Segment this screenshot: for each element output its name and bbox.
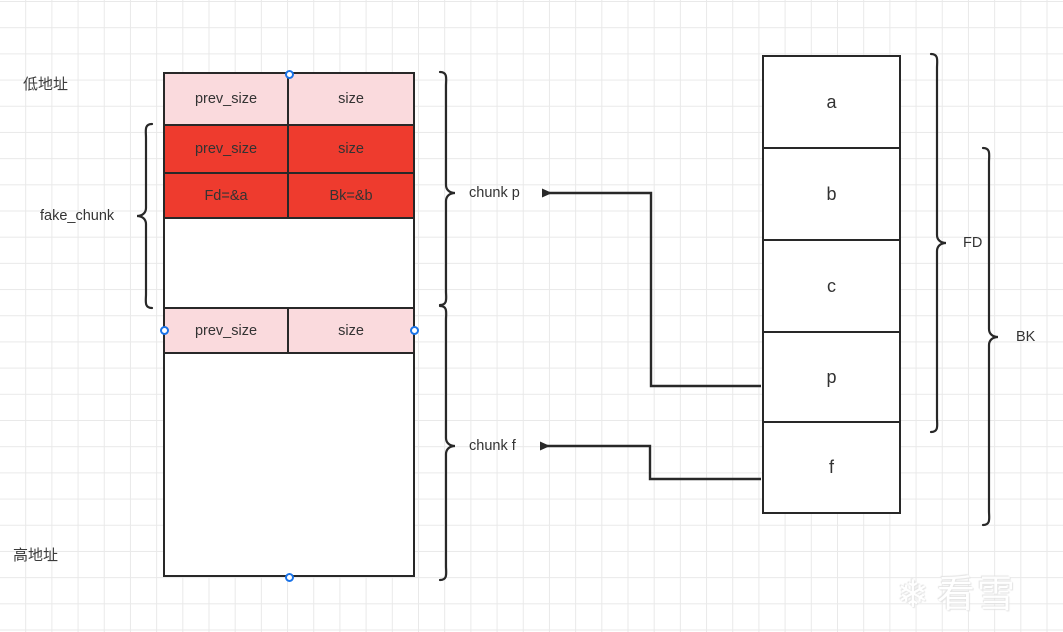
memory-layout-table: prev_size size prev_size size Fd=&a Bk=&… (163, 72, 415, 577)
table-row[interactable]: prev_size size (165, 74, 413, 124)
bk-label: BK (1016, 329, 1036, 345)
table-row[interactable]: prev_size size (165, 307, 413, 352)
list-item-a[interactable]: a (826, 91, 837, 112)
cell-fake-size: size (289, 126, 413, 172)
fake-chunk-label: fake_chunk (40, 208, 115, 224)
selection-handle-right[interactable] (409, 325, 419, 335)
cell-fake-body-left (165, 219, 289, 307)
cell-chunkf-prev-size: prev_size (165, 309, 289, 352)
bracket-chunk-p (438, 70, 456, 307)
connector-f (540, 441, 761, 481)
cell-chunkf-body-right (289, 354, 413, 575)
list-item-b[interactable]: b (764, 147, 899, 239)
selection-handle-bottom[interactable] (284, 572, 294, 582)
cell-fd: Fd=&a (165, 174, 289, 217)
selection-handle-left[interactable] (159, 325, 169, 335)
bracket-bk (981, 146, 999, 527)
cell-chunkf-body-left (165, 354, 289, 575)
table-row[interactable] (165, 217, 413, 307)
cell-fake-prev-size: prev_size (165, 126, 289, 172)
chunk-f-label: chunk f (469, 438, 516, 454)
list-item-f[interactable]: f (764, 421, 899, 512)
selection-handle-top[interactable] (284, 69, 294, 79)
bracket-fake-chunk (136, 122, 154, 310)
cell-prev-size: prev_size (165, 74, 289, 124)
watermark-text: 看雪 (936, 574, 1017, 616)
free-list-container: a b c p f (762, 55, 901, 514)
table-row[interactable]: prev_size size (165, 124, 413, 172)
watermark: ❄ 看雪 (897, 576, 1017, 614)
connector-p (542, 188, 761, 388)
list-item-c[interactable]: c (764, 239, 899, 331)
snowflake-icon: ❄ (897, 574, 929, 616)
bracket-chunk-f (438, 304, 456, 582)
cell-size: size (289, 74, 413, 124)
bracket-fd (929, 52, 947, 434)
low-address-label: 低地址 (23, 76, 69, 93)
list-item-p[interactable]: p (764, 331, 899, 421)
chunk-p-label: chunk p (469, 185, 520, 201)
cell-bk: Bk=&b (289, 174, 413, 217)
cell-chunkf-size: size (289, 309, 413, 352)
fd-label: FD (963, 235, 983, 251)
cell-fake-body-right (289, 219, 413, 307)
table-row[interactable] (165, 352, 413, 575)
high-address-label: 高地址 (13, 547, 59, 564)
table-row[interactable]: Fd=&a Bk=&b (165, 172, 413, 217)
